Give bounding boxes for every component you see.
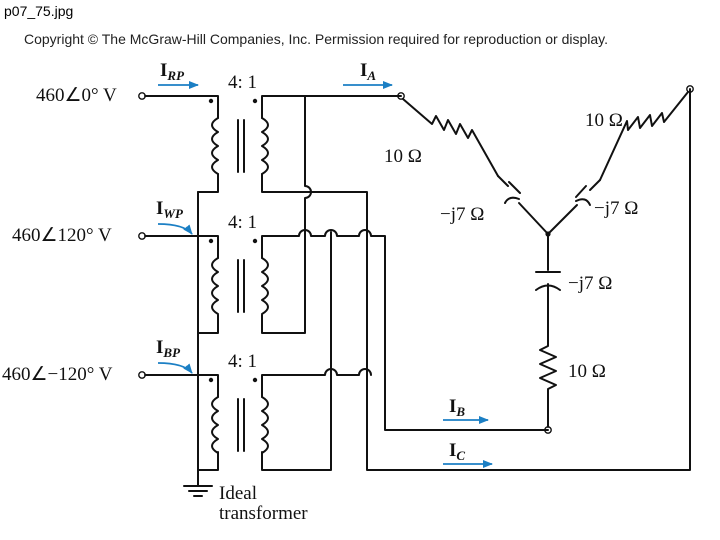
transformer-2 bbox=[208, 238, 269, 315]
turns-ratio-3: 4: 1 bbox=[228, 351, 257, 372]
ideal-transformer-label-line2: transformer bbox=[219, 503, 308, 524]
current-label-irp: IRP bbox=[160, 60, 185, 83]
primary-circuit bbox=[138, 92, 219, 497]
turns-ratio-1: 4: 1 bbox=[228, 72, 257, 93]
resistor-label-right: 10 Ω bbox=[585, 110, 623, 131]
image-filename: p07_75.jpg bbox=[4, 3, 74, 19]
resistor-label-left: 10 Ω bbox=[384, 146, 422, 167]
capacitor-label-left: −j7 Ω bbox=[440, 204, 484, 225]
current-label-ic: IC bbox=[449, 440, 465, 463]
wye-load bbox=[397, 85, 694, 434]
load-terminal-c bbox=[686, 85, 694, 93]
source-label-b: 460∠−120° V bbox=[2, 364, 113, 385]
capacitor-label-right: −j7 Ω bbox=[594, 198, 638, 219]
current-label-ib: IB bbox=[449, 396, 465, 419]
current-label-ia: IA bbox=[360, 60, 376, 83]
resistor-label-bottom: 10 Ω bbox=[568, 361, 606, 382]
transformer-1 bbox=[208, 98, 269, 175]
turns-ratio-2: 4: 1 bbox=[228, 212, 257, 233]
source-label-r: 460∠0° V bbox=[36, 85, 117, 106]
secondary-circuit bbox=[261, 88, 691, 471]
arrow-ibp bbox=[157, 362, 193, 374]
current-label-iwp: IWP bbox=[156, 198, 184, 221]
current-label-ibp: IBP bbox=[156, 337, 181, 360]
current-arrows bbox=[157, 81, 493, 468]
capacitor-label-bottom: −j7 Ω bbox=[568, 273, 612, 294]
source-label-w: 460∠120° V bbox=[12, 225, 112, 246]
load-terminal-a bbox=[397, 92, 405, 100]
ideal-transformer-label-line1: Ideal bbox=[219, 483, 257, 504]
copyright-notice: Copyright © The McGraw-Hill Companies, I… bbox=[24, 31, 609, 47]
arrow-iwp bbox=[157, 223, 193, 235]
transformer-3 bbox=[208, 377, 269, 454]
